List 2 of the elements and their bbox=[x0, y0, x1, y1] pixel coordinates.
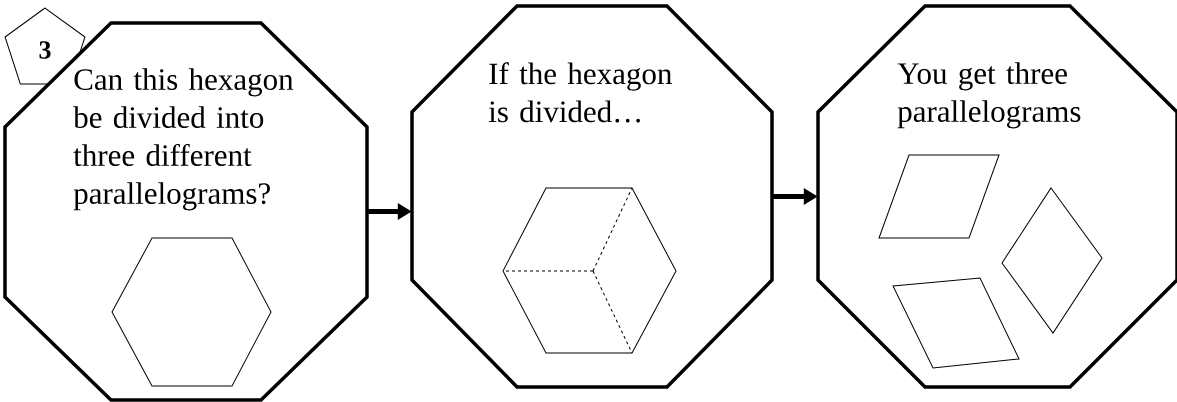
octagon-box: You get three parallelograms bbox=[816, 4, 1177, 389]
octagon-box: If the hexagon is divided… bbox=[410, 4, 774, 389]
